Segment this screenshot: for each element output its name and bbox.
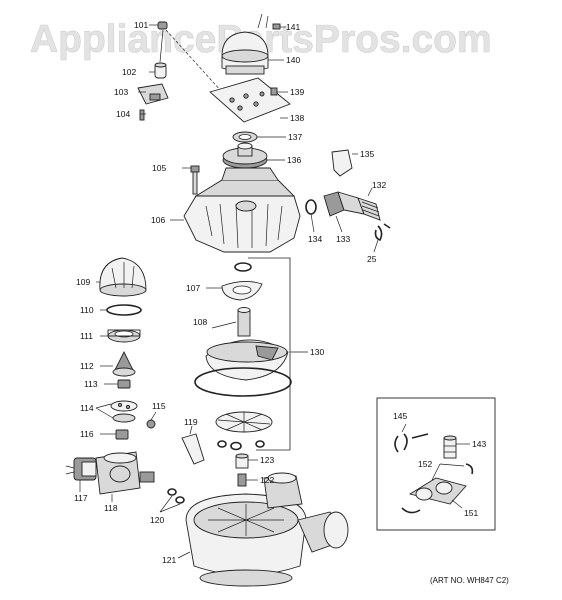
fitting-143 (443, 435, 457, 459)
seal-ring-130 (194, 367, 292, 397)
screw-141 (272, 23, 281, 30)
screw-139 (270, 87, 278, 96)
callout-143: 143 (472, 439, 486, 449)
callout-133: 133 (336, 234, 350, 244)
oring-134 (305, 199, 317, 215)
callout-106: 106 (151, 215, 165, 225)
callout-132: 132 (372, 180, 386, 190)
clip-119 (181, 433, 205, 465)
callout-115: 115 (152, 401, 166, 411)
clip-152 (465, 463, 474, 475)
oring-110 (106, 304, 142, 316)
callout-108: 108 (193, 317, 207, 327)
clip-145 (394, 433, 429, 453)
callout-25: 25 (367, 254, 377, 264)
spacer-123 (235, 453, 249, 469)
bypass-151 (401, 477, 467, 514)
callout-137: 137 (288, 132, 302, 142)
clip-135 (331, 149, 353, 177)
nozzle-132 (357, 197, 381, 221)
callout-152: 152 (418, 459, 432, 469)
screw-101 (157, 21, 168, 30)
callout-104: 104 (116, 109, 130, 119)
callout-138: 138 (290, 113, 304, 123)
callout-103: 103 (114, 87, 128, 97)
callout-110: 110 (80, 305, 94, 315)
disc-114 (110, 400, 138, 423)
callout-139: 139 (290, 87, 304, 97)
callout-122: 122 (260, 475, 274, 485)
plate-138 (209, 77, 291, 123)
base-121 (185, 472, 349, 587)
rotor-108 (205, 307, 289, 381)
callout-117: 117 (74, 493, 88, 503)
callout-102: 102 (122, 67, 136, 77)
screw-105 (190, 165, 200, 195)
callout-107: 107 (186, 283, 200, 293)
callout-120: 120 (150, 515, 164, 525)
housing-106 (183, 167, 301, 253)
orings-120 (167, 488, 185, 504)
nut-116 (115, 429, 129, 440)
callout-151: 151 (464, 508, 478, 518)
valve-117 (65, 457, 97, 481)
callout-111: 111 (80, 331, 93, 341)
callout-121: 121 (162, 555, 176, 565)
leader-lines (79, 24, 470, 559)
callout-134: 134 (308, 234, 322, 244)
callout-136: 136 (287, 155, 301, 165)
oring-107-top (234, 262, 252, 272)
cap-109 (99, 257, 147, 297)
gear-136 (222, 142, 268, 169)
washer-137 (232, 131, 258, 143)
callout-119: 119 (184, 417, 198, 427)
callout-101: 101 (134, 20, 148, 30)
callout-118: 118 (104, 503, 118, 513)
art-number: (ART NO. WH847 C2) (430, 576, 509, 585)
part-115 (146, 419, 156, 429)
callout-135: 135 (360, 149, 374, 159)
callout-112: 112 (80, 361, 94, 371)
callout-140: 140 (286, 55, 300, 65)
callout-113: 113 (84, 379, 98, 389)
callout-109: 109 (76, 277, 90, 287)
callout-114: 114 (80, 403, 94, 413)
gasket-107 (221, 281, 263, 301)
motor-140 (221, 13, 269, 75)
callout-145: 145 (393, 411, 407, 421)
orings-130 (217, 440, 265, 451)
callout-141: 141 (286, 22, 300, 32)
callout-130: 130 (310, 347, 324, 357)
spring-122 (237, 473, 247, 487)
elbow-133 (323, 191, 365, 217)
screen-112 (112, 350, 136, 377)
switch-103 (137, 83, 169, 105)
clamp-25 (374, 223, 391, 241)
callout-116: 116 (80, 429, 94, 439)
callout-123: 123 (260, 455, 274, 465)
valve-body-118 (95, 451, 155, 495)
bushing-102 (154, 62, 167, 79)
pin-104 (139, 109, 145, 121)
nut-113 (117, 379, 131, 389)
seal-111 (107, 329, 141, 343)
inset-box (376, 397, 496, 531)
plate-130 (215, 411, 273, 433)
callout-105: 105 (152, 163, 166, 173)
